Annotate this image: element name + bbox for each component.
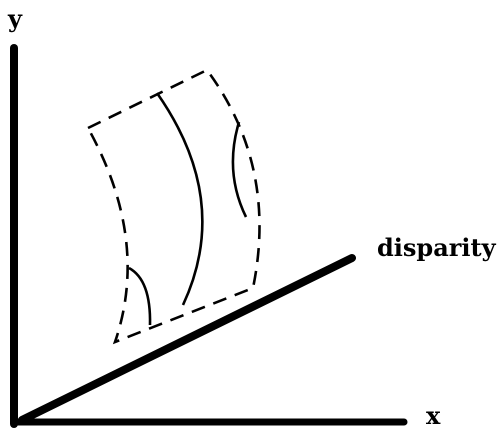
x-axis-label: x [426, 401, 441, 429]
left-arc [128, 266, 152, 326]
y-axis-label: y [7, 4, 23, 33]
surface-center-curve [155, 92, 204, 306]
surface-outline-dashed [86, 68, 261, 345]
disparity-axis-label: disparity [377, 233, 497, 262]
surface-patch [86, 68, 261, 345]
disparity-axis-line [18, 254, 356, 424]
right-arc [231, 121, 248, 218]
axes [10, 44, 408, 428]
